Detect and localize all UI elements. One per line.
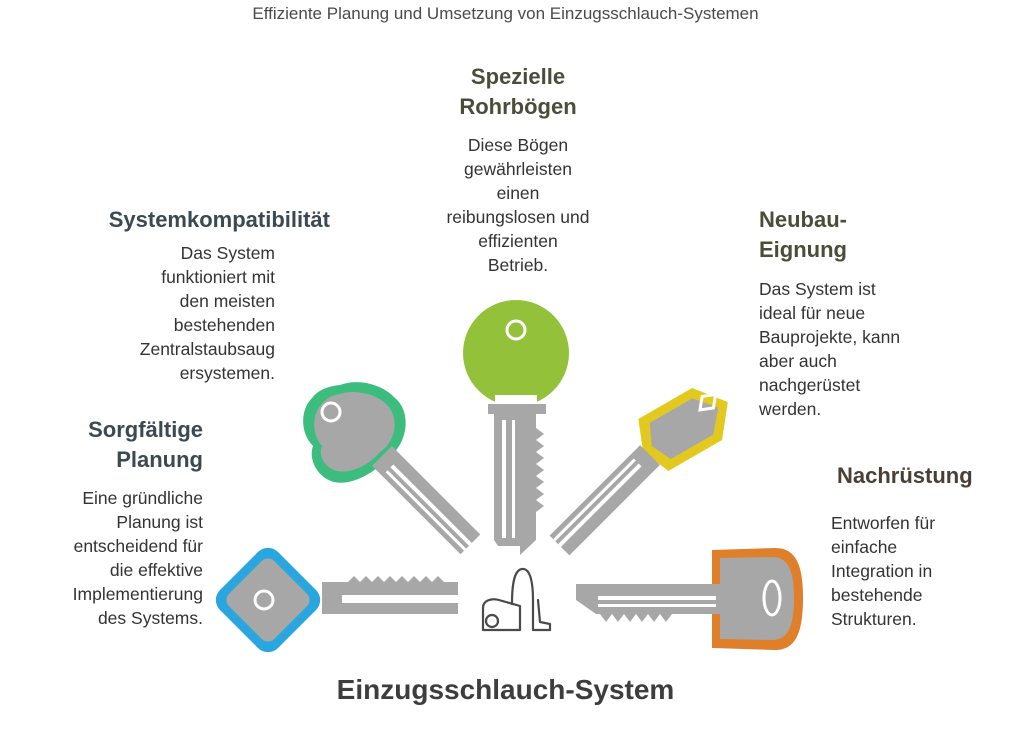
item-heading-systemkompatibilitaet: Systemkompatibilität — [108, 207, 330, 232]
item-heading-spezielle-rohrboegen: Spezielle Rohrbögen — [459, 64, 577, 119]
item-text-systemkompatibilitaet: Das System funktioniert mit den meisten … — [139, 243, 275, 383]
item-text-neubau-eignung: Das System ist ideal für neue Bauprojekt… — [759, 279, 901, 419]
key-blue-icon — [215, 547, 458, 653]
key-lime-icon — [463, 300, 569, 555]
item-text-spezielle-rohrboegen: Diese Bögen gewährleisten einen reibungs… — [446, 135, 590, 275]
center-label: Einzugsschlauch-System — [336, 674, 675, 705]
key-orange-icon — [576, 548, 803, 650]
key-green-icon — [303, 382, 481, 555]
key-yellow-icon — [549, 388, 728, 556]
item-heading-sorgfaeltige-planung: Sorgfältige Planung — [88, 417, 203, 472]
item-heading-neubau-eignung: Neubau- Eignung — [759, 207, 847, 262]
diagram-title: Effiziente Planung und Umsetzung von Ein… — [252, 4, 759, 23]
item-text-nachruestung: Entworfen für einfache Integration in be… — [831, 513, 936, 629]
vacuum-cleaner-icon — [481, 567, 552, 632]
item-heading-nachruestung: Nachrüstung — [837, 463, 973, 488]
item-text-sorgfaeltige-planung: Eine gründliche Planung ist entscheidend… — [72, 488, 203, 628]
